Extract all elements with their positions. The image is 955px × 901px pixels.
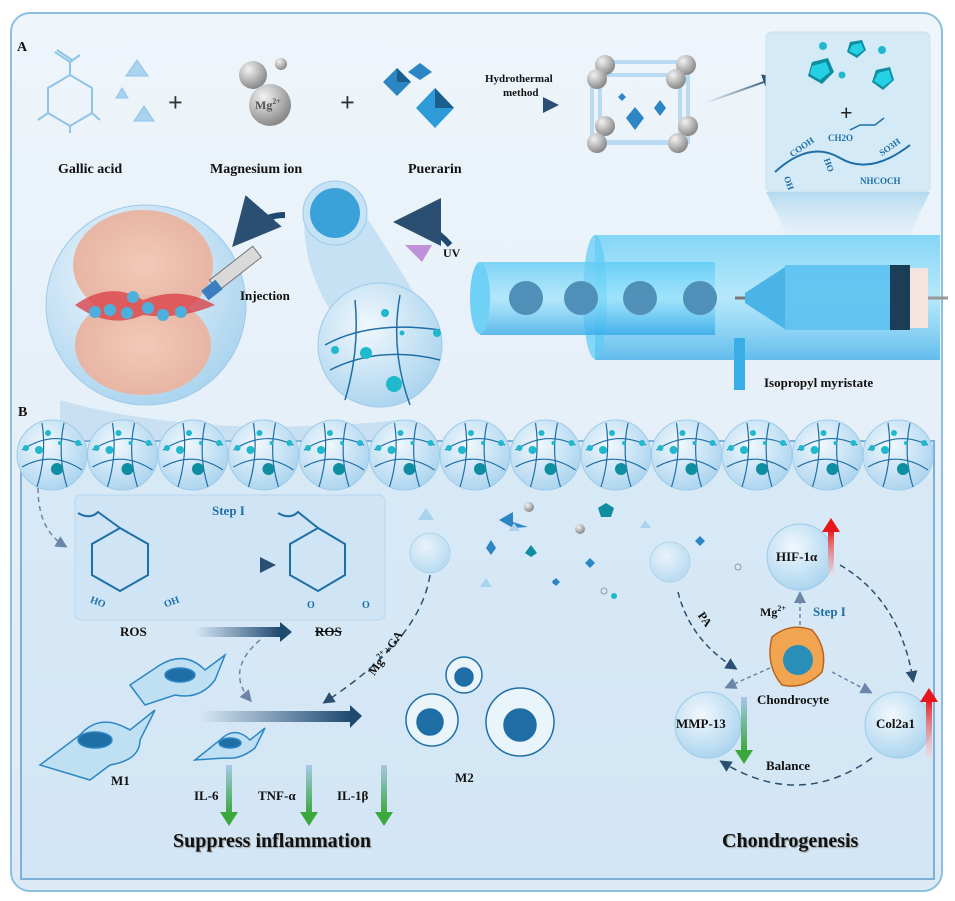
- dashed-arrow-mg-ga: [322, 574, 431, 704]
- panel-a-letter: A: [17, 40, 28, 55]
- hydrogel-bubble: [157, 419, 229, 491]
- il6-label: IL-6: [194, 788, 219, 803]
- mg-label: Mg2+: [760, 604, 786, 619]
- step-box: [74, 494, 386, 621]
- uv-arrow: [393, 198, 453, 248]
- balance-label: Balance: [766, 758, 811, 773]
- dashed-arrow-col: [831, 671, 873, 694]
- hydrothermal-label: Hydrothermal: [485, 73, 553, 85]
- hydrogel-bubble: [298, 419, 370, 491]
- syringe-icon: [201, 245, 263, 301]
- hydrogel-bubble: [228, 419, 299, 491]
- hydrogel-bubble: [862, 419, 934, 491]
- puerarin-crystals: [383, 63, 454, 128]
- il1b-label: IL-1β: [337, 788, 369, 803]
- plus-sign-1: +: [168, 88, 183, 117]
- hydrogel-bubble: [439, 419, 511, 491]
- uv-label: UV: [443, 246, 461, 260]
- inset-arrow: [704, 74, 779, 104]
- cytokine-arrows: [220, 765, 393, 826]
- macrophage-m2: [405, 656, 555, 757]
- gallic-acid-structure: [37, 49, 101, 133]
- dashed-arrow-pa: [677, 591, 738, 670]
- hydrogel-bubble: [721, 419, 793, 491]
- chondrocyte-icon: [769, 626, 825, 687]
- group-nhcoch: NHCOCH: [860, 176, 901, 186]
- dashed-arrow-hif-col: [839, 564, 918, 683]
- hydrogel-bubble: [87, 419, 158, 491]
- panel-b-letter: B: [18, 405, 28, 420]
- chondrocyte-label: Chondrocyte: [757, 692, 829, 707]
- mmp13-label: MMP-13: [676, 716, 726, 731]
- injection-arrow: [232, 195, 286, 248]
- mmp-bubble: [674, 691, 753, 764]
- hydrogel-bubble: [651, 419, 722, 491]
- injection-label: Injection: [240, 288, 290, 303]
- magnesium-ion-label: Magnesium ion: [210, 162, 303, 177]
- plus-sign-2: +: [340, 88, 355, 117]
- tnf-label: TNF-α: [258, 788, 296, 803]
- hif-label: HIF-1α: [776, 549, 818, 564]
- mof-cage-icon: [587, 55, 698, 153]
- chondrogenesis-title: Chondrogenesis: [722, 830, 859, 852]
- hydrogel-bubble: [580, 419, 652, 491]
- col2a1-label: Col2a1: [876, 716, 915, 731]
- released-particles: [409, 502, 742, 599]
- gallic-acid-label: Gallic acid: [58, 162, 123, 177]
- polarization-arrow: [200, 711, 350, 722]
- hydrogel-bubble: [16, 419, 88, 491]
- mg-symbol: Mg2+: [255, 97, 281, 112]
- m1-label: M1: [111, 773, 130, 788]
- col-bubble: [864, 688, 938, 759]
- suppress-inflammation-title: Suppress inflammation: [173, 830, 372, 852]
- o-right-label: O: [362, 600, 370, 611]
- hydrogel-row: [16, 419, 934, 491]
- isopropyl-myristate-label: Isopropyl myristate: [764, 375, 874, 390]
- dashed-arrow-cells: [238, 639, 261, 703]
- dashed-arrow-to-step: [37, 487, 68, 548]
- hif-bubble: [766, 518, 840, 591]
- o-left-label: O: [307, 600, 315, 611]
- hydrogel-bubble: [510, 419, 581, 491]
- microsphere-bubble: [302, 180, 443, 408]
- hydrogel-bubble: [792, 419, 863, 491]
- step-i-label: Step I: [813, 604, 846, 619]
- puerarin-label: Puerarin: [408, 162, 462, 177]
- hydrogel-bubble: [369, 419, 440, 491]
- ros-arrow: [195, 627, 280, 637]
- microfluidic-device: [470, 235, 948, 390]
- dashed-arrow-mmp: [724, 667, 771, 689]
- step-box-title: Step I: [212, 503, 245, 518]
- ros-label: ROS: [120, 624, 147, 639]
- m2-label: M2: [455, 770, 474, 785]
- group-ch2o: CH2O: [828, 133, 854, 143]
- method-label: method: [503, 87, 539, 99]
- inset-plus: +: [840, 100, 853, 125]
- mg-ion-spheres: [239, 58, 291, 126]
- triangle-icons: [115, 59, 155, 122]
- uv-lamp-icon: [405, 245, 432, 262]
- macrophage-m1: [38, 652, 266, 781]
- ros-struck-label: ROS: [315, 624, 342, 639]
